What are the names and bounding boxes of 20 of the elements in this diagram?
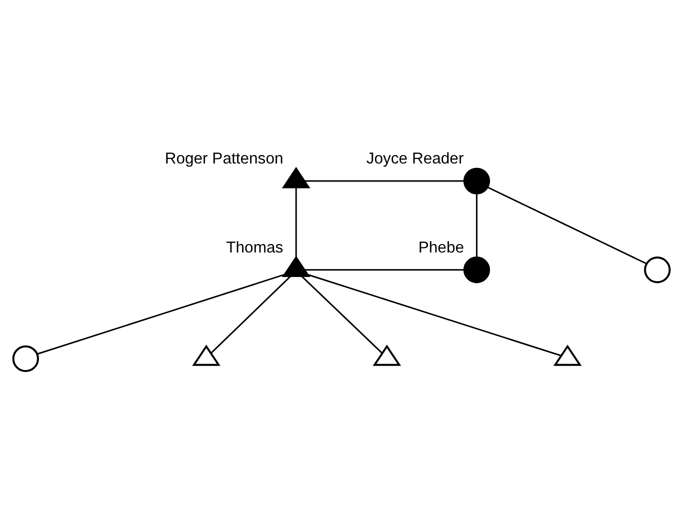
connector [307,273,562,356]
node-label: Thomas [226,238,284,256]
connector [37,273,285,354]
node-circle [644,256,671,283]
node-triangle [553,344,582,366]
connector [487,186,647,264]
node-label: Roger Pattenson [164,150,284,168]
connector [301,275,383,354]
connector [295,186,297,257]
connector [304,268,464,270]
connector [210,275,291,354]
node-triangle [192,344,220,366]
node-circle [463,256,490,283]
node-triangle [372,344,402,366]
node-label: Joyce Reader [366,150,464,168]
node-circle [12,344,39,372]
node-circle [463,167,490,194]
connector [476,192,478,258]
node-label: Phebe [418,238,464,256]
connector [304,180,464,182]
